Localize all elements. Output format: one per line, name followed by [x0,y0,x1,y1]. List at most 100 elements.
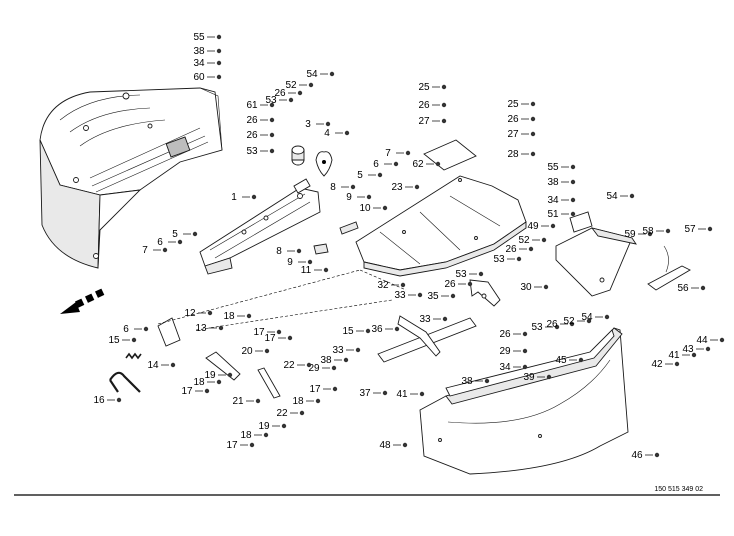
callout-c22a: 22 [283,360,295,371]
callout-c61: 61 [246,100,258,111]
fastener-icon [350,184,356,190]
callout-c30: 30 [520,282,532,293]
fastener-icon [306,362,312,368]
callout-c54a: 54 [306,69,318,80]
bracket-12 [157,317,181,347]
fastener-icon [394,326,400,332]
callout-c9b: 9 [287,257,293,268]
callout-c20: 20 [241,346,253,357]
fastener-icon [331,365,337,371]
fastener-icon [414,184,420,190]
fastener-icon [400,282,406,288]
heart-bracket [315,151,333,177]
linkage-bar [377,279,501,363]
callout-c37: 37 [359,388,371,399]
fastener-icon [251,194,257,200]
fastener-icon [441,84,447,90]
fastener-icon [382,205,388,211]
callout-c60: 60 [193,72,205,83]
fastener-icon [665,228,671,234]
fastener-icon [263,432,269,438]
callout-c53b: 53 [246,146,258,157]
fastener-icon [700,285,706,291]
callout-c14: 14 [147,360,159,371]
callout-c8a: 8 [330,182,336,193]
callout-c58: 58 [642,226,654,237]
fastener-icon [441,118,447,124]
callout-c52c: 52 [563,316,575,327]
fastener-icon [629,193,635,199]
link-20 [205,351,241,381]
callout-c23: 23 [391,182,403,193]
fastener-icon [586,318,592,324]
callout-c26h: 26 [546,319,558,330]
handle-16 [109,371,141,393]
callout-c56: 56 [677,283,689,294]
callout-c33a: 33 [394,290,406,301]
fastener-icon [522,364,528,370]
fastener-icon [249,442,255,448]
callout-c6c: 6 [157,237,163,248]
fastener-icon [288,97,294,103]
fastener-icon [344,130,350,136]
callout-c27a: 27 [418,116,430,127]
fastener-icon [216,379,222,385]
callout-c43: 43 [682,344,694,355]
callout-c59: 59 [624,229,636,240]
callout-c39: 39 [523,372,535,383]
fastener-icon [550,223,556,229]
callout-c12: 12 [184,308,196,319]
fastener-icon [296,248,302,254]
fastener-icon [578,357,584,363]
fastener-icon [323,267,329,273]
callout-c17d: 17 [181,386,193,397]
fastener-icon [246,313,252,319]
callout-c44: 44 [696,335,708,346]
callout-c25a: 25 [418,82,430,93]
fastener-icon [207,310,213,316]
fastener-icon [719,337,725,343]
callout-c38b: 38 [547,177,559,188]
callout-c7a: 7 [385,148,391,159]
callout-c26g: 26 [444,279,456,290]
callout-c17a: 17 [253,327,265,338]
side-deflector [555,227,637,297]
fastener-icon [269,117,275,123]
fastener-icon [315,398,321,404]
fastener-icon [216,48,222,54]
fastener-icon [299,410,305,416]
callout-c34c: 34 [499,362,511,373]
callout-c26c: 26 [246,130,258,141]
fastener-icon [484,378,490,384]
inspection-plate [423,139,477,171]
fastener-icon [255,398,261,404]
callout-c1: 1 [231,192,237,203]
fastener-icon [377,172,383,178]
callout-c18d: 18 [240,430,252,441]
fastener-icon [570,211,576,217]
callout-c26b: 26 [246,115,258,126]
fastener-icon [543,284,549,290]
fastener-icon [530,101,536,107]
callout-c57: 57 [684,224,696,235]
callout-c6a: 6 [373,159,379,170]
fastener-icon [269,132,275,138]
fastener-icon [307,259,313,265]
fastener-icon [218,325,224,331]
fastener-icon [522,331,528,337]
callout-c18b: 18 [292,396,304,407]
fastener-icon [530,116,536,122]
fastener-icon [329,71,335,77]
callout-c33b: 33 [419,314,431,325]
fastener-icon [707,226,713,232]
fastener-icon [276,329,282,335]
callout-c34a: 34 [193,58,205,69]
callout-c27b: 27 [507,129,519,140]
fastener-icon [546,374,552,380]
fastener-icon [325,121,331,127]
callout-c22b: 22 [276,408,288,419]
callout-c29a: 29 [499,346,511,357]
fastener-icon [705,346,711,352]
callout-c11: 11 [301,265,312,276]
